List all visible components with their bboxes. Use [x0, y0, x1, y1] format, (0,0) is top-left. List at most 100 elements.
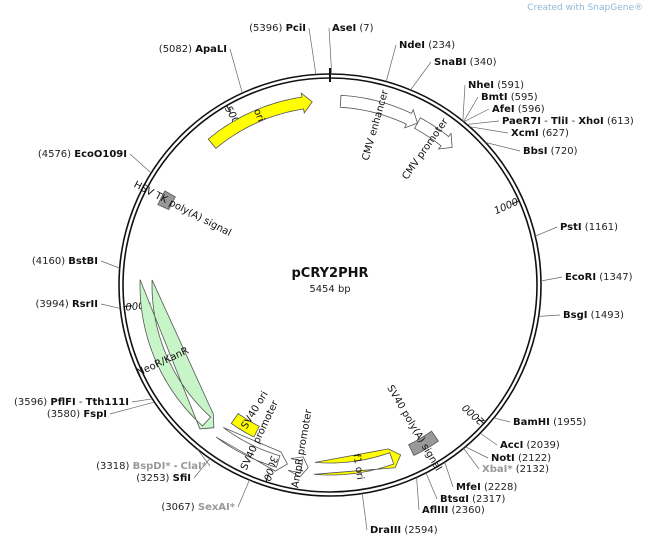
site-afliii[interactable]: AflIII (2360): [416, 477, 485, 516]
site-enzyme-name: BamHI: [513, 417, 550, 428]
site-label: (3994) RsrII: [36, 299, 98, 310]
site-paer7i-tlii-xhoi[interactable]: PaeR7I - TliI - XhoI (613): [466, 116, 634, 127]
site-enzyme-name: TliI: [551, 116, 568, 127]
site-acci[interactable]: AccI (2039): [480, 432, 560, 451]
site-asei[interactable]: AseI (7): [328, 23, 374, 75]
site-position: (2317): [472, 494, 505, 505]
site-leader-line: [100, 303, 121, 309]
site-leader-line: [308, 27, 317, 75]
site-mfei[interactable]: MfeI (2228): [444, 461, 518, 493]
site-leader-line: [485, 142, 521, 152]
site-label: SnaBI (340): [434, 57, 497, 68]
site-draiii[interactable]: DraIII (2594): [361, 493, 438, 536]
site-enzyme-name: SfiI: [173, 473, 191, 484]
site-bstbi[interactable]: (4160) BstBI: [32, 256, 120, 269]
site-bbsi[interactable]: BbsI (720): [485, 142, 578, 157]
site-bspdi-clai[interactable]: (3318) BspDI* - ClaI*: [96, 448, 211, 472]
site-leader-line: [463, 96, 479, 122]
site-label: AfeI (596): [492, 104, 545, 115]
site-label: BtsαI (2317): [440, 494, 505, 505]
site-fspi[interactable]: (3580) FspI: [47, 401, 155, 420]
site-enzyme-name: BsgI: [563, 310, 587, 321]
site-enzyme-name: BstBI: [68, 256, 98, 267]
site-leader-line: [361, 493, 368, 531]
site-enzyme-name: AfeI: [492, 104, 515, 115]
site-enzyme-name: RsrII: [72, 299, 98, 310]
site-label: (4160) BstBI: [32, 256, 98, 267]
site-label: BsgI (1493): [563, 310, 624, 321]
site-position: (627): [542, 128, 569, 139]
site-position: (3994): [36, 299, 69, 310]
site-enzyme-name: BmtI: [481, 92, 508, 103]
site-sexai[interactable]: (3067) SexAI*: [161, 479, 250, 513]
feature-sv40-polya: [408, 430, 439, 457]
site-position: (1955): [553, 417, 586, 428]
site-enzyme-name: MfeI: [456, 482, 481, 493]
site-position: (1161): [585, 222, 618, 233]
site-label: BamHI (1955): [513, 417, 586, 428]
site-leader-line: [229, 48, 243, 94]
site-position: (613): [607, 116, 634, 127]
site-xbai[interactable]: XbaI* (2132): [463, 448, 550, 475]
site-position: (1347): [599, 272, 632, 283]
feature-cmv-promoter: [414, 117, 453, 150]
site-apali[interactable]: (5082) ApaLI: [159, 44, 243, 94]
feature-label-ori: ori: [251, 107, 266, 123]
site-enzyme-name: AccI: [500, 440, 523, 451]
backbone: [118, 68, 542, 497]
site-bmti[interactable]: BmtI (595): [463, 92, 538, 122]
site-leader-line: [493, 417, 511, 423]
site-leader-line: [416, 477, 420, 511]
site-noti[interactable]: NotI (2122): [465, 446, 551, 464]
site-leader-line: [131, 398, 153, 403]
feature-sv40-ori: [230, 413, 260, 438]
site-leader-line: [538, 314, 561, 317]
site-pflfi-tth111i[interactable]: (3596) PflFI - Tth111I: [14, 397, 153, 408]
site-ecori[interactable]: EcoRI (1347): [540, 272, 633, 283]
site-position: (2228): [484, 482, 517, 493]
site-label: NdeI (234): [399, 40, 455, 51]
plasmid-name: pCRY2PHR: [291, 266, 368, 281]
site-enzyme-name: PciI: [286, 23, 306, 34]
feature-label-hsv-tk-polya: HSV TK poly(A) signal: [132, 179, 233, 239]
site-psti[interactable]: PstI (1161): [535, 222, 618, 237]
site-leader-line: [410, 61, 432, 91]
site-label: AccI (2039): [500, 440, 560, 451]
site-position: (595): [511, 92, 538, 103]
site-leader-line: [466, 120, 500, 125]
site-enzyme-name: NotI: [491, 453, 515, 464]
site-ndei[interactable]: NdeI (234): [385, 40, 455, 82]
site-label: (3318) BspDI* - ClaI*: [96, 461, 208, 472]
site-enzyme-name: XhoI: [578, 116, 603, 127]
site-position: (7): [359, 23, 373, 34]
site-position: (1493): [591, 310, 624, 321]
site-nhei[interactable]: NheI (591): [462, 80, 524, 122]
site-position: (2122): [518, 453, 551, 464]
site-pcii[interactable]: (5396) PciI: [249, 23, 317, 75]
site-leader-line: [535, 226, 558, 237]
site-separator: -: [568, 116, 578, 127]
site-afei[interactable]: AfeI (596): [463, 104, 545, 123]
site-bsgi[interactable]: BsgI (1493): [538, 310, 624, 321]
site-position: (234): [428, 40, 455, 51]
site-leader-line: [237, 479, 250, 508]
site-label: XbaI* (2132): [482, 464, 549, 475]
site-enzyme-name: FspI: [83, 409, 107, 420]
site-snabi[interactable]: SnaBI (340): [410, 57, 497, 91]
site-bamhi[interactable]: BamHI (1955): [493, 417, 587, 428]
site-position: (3580): [47, 409, 80, 420]
site-xcmi[interactable]: XcmI (627): [469, 126, 569, 139]
site-enzyme-name: ApaLI: [195, 44, 227, 55]
feature-label-ampr-promoter: AmpR promoter: [290, 408, 314, 489]
feature-hsv-tk-polya: [157, 190, 176, 211]
snapgene-watermark: Created with SnapGene®: [527, 3, 643, 13]
tick-mark: [226, 105, 232, 113]
site-leader-line: [100, 260, 120, 269]
site-bts-i[interactable]: BtsαI (2317): [425, 472, 505, 505]
site-rsrii[interactable]: (3994) RsrII: [36, 299, 121, 310]
feature-cmv-enhancer: [339, 94, 418, 129]
site-position: (3253): [136, 473, 169, 484]
site-label: (3067) SexAI*: [161, 502, 235, 513]
site-ecoo109i[interactable]: (4576) EcoO109I: [38, 149, 152, 174]
